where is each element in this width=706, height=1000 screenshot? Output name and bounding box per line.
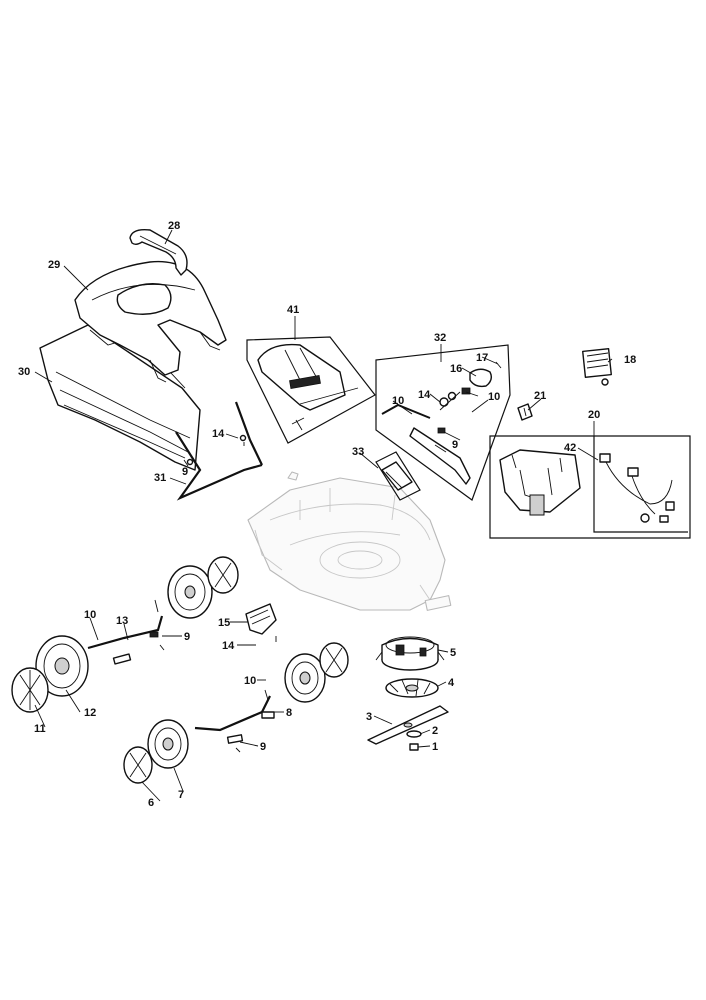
callout-9-rear-axle: 9 (260, 741, 266, 753)
air-filter-18 (582, 348, 612, 386)
callout-5: 5 (450, 647, 456, 659)
callout-42: 42 (564, 442, 576, 454)
panel-41-frame (246, 336, 376, 444)
motor-housing (499, 449, 581, 516)
bag-rods (175, 401, 263, 501)
callout-20: 20 (588, 409, 600, 421)
panel-20-frame (489, 435, 691, 539)
callout-2: 2 (432, 725, 438, 737)
hubcap-right (319, 642, 349, 678)
callout-10-panel32-left: 10 (392, 395, 404, 407)
clip-set (381, 461, 413, 491)
callout-12: 12 (84, 707, 96, 719)
hubcap-11 (11, 667, 49, 713)
callout-10-rear-axle: 10 (244, 675, 256, 687)
callout-3: 3 (366, 711, 372, 723)
panel-33-frame (375, 451, 421, 501)
callout-1: 1 (432, 741, 438, 753)
callout-10-front-axle: 10 (84, 609, 96, 621)
leader-lines (34, 229, 613, 802)
callout-14-deck: 14 (222, 640, 235, 652)
callout-7: 7 (178, 789, 184, 801)
fan-4 (385, 678, 439, 698)
callout-28: 28 (168, 220, 180, 232)
wheel-upper-left (167, 565, 213, 619)
callout-6: 6 (148, 797, 154, 809)
callout-33: 33 (352, 446, 364, 458)
callout-18: 18 (624, 354, 636, 366)
callout-17: 17 (476, 352, 488, 364)
callout-11: 11 (34, 723, 46, 735)
callout-9-front-axle: 9 (184, 631, 190, 643)
callout-13: 13 (116, 615, 128, 627)
callout-9-top: 9 (182, 466, 188, 478)
bolt-1 (409, 743, 419, 751)
bracket-21 (517, 403, 533, 421)
hubcap-upper-left (207, 556, 239, 594)
grass-bag-top-frame (74, 260, 227, 383)
callout-21: 21 (534, 390, 546, 402)
washer-2 (406, 730, 422, 738)
lever-assembly (381, 361, 502, 485)
callout-14-top: 14 (212, 428, 225, 440)
callout-10-panel32-right: 10 (488, 391, 500, 403)
callout-9-panel32: 9 (452, 439, 458, 451)
rear-axle (194, 689, 275, 744)
deflector-15 (245, 603, 277, 635)
motor-5 (375, 636, 445, 671)
mower-deck (247, 471, 452, 611)
callout-32: 32 (434, 332, 446, 344)
wheel-12 (35, 635, 89, 697)
callout-31: 31 (154, 472, 166, 484)
callout-29: 29 (48, 259, 60, 271)
callout-30: 30 (18, 366, 30, 378)
wheel-7 (147, 719, 189, 769)
callout-15: 15 (218, 617, 230, 629)
front-axle (87, 599, 164, 665)
callout-8: 8 (286, 707, 292, 719)
wiring-harness (599, 453, 675, 523)
callout-labels: 1 2 3 4 5 6 7 8 9 9 9 9 10 10 10 10 11 1… (18, 220, 636, 809)
bag-handle (129, 228, 188, 276)
callout-16: 16 (450, 363, 462, 375)
callout-41: 41 (287, 304, 299, 316)
screws (159, 442, 277, 753)
hubcap-6 (123, 746, 153, 784)
control-cover (257, 343, 359, 431)
panel-32-frame (375, 344, 511, 501)
callout-14-panel32: 14 (418, 389, 431, 401)
callout-4: 4 (448, 677, 455, 689)
blade-3 (367, 705, 449, 745)
wheel-right (284, 653, 326, 703)
